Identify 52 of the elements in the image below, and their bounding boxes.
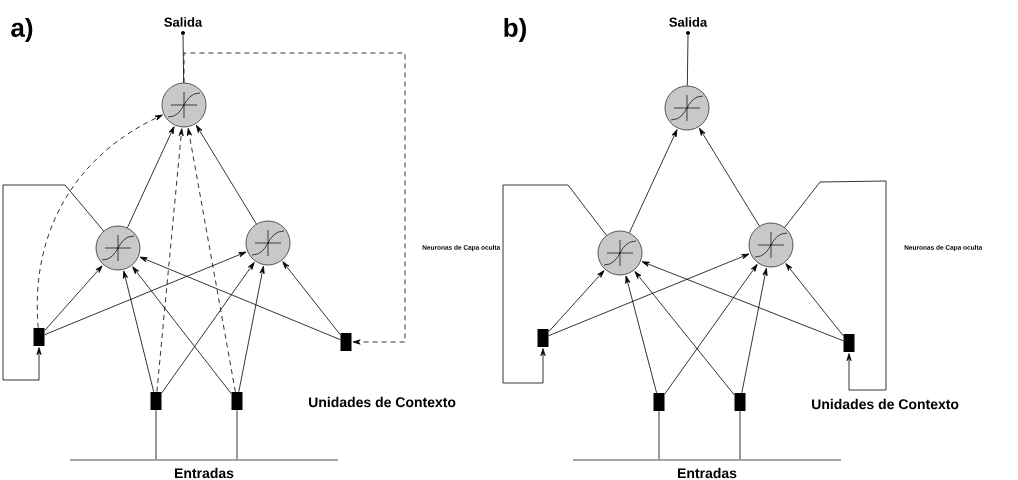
unit-square bbox=[231, 392, 243, 410]
arrow bbox=[238, 265, 265, 393]
arrow bbox=[44, 251, 247, 336]
arrow bbox=[186, 128, 236, 393]
arrow bbox=[156, 128, 184, 393]
arrow bbox=[699, 127, 760, 227]
panel-label: b) bbox=[504, 17, 526, 43]
output-label: Salida bbox=[669, 17, 708, 35]
neuron bbox=[161, 82, 207, 128]
context-label: Unidades de Contexto bbox=[309, 396, 456, 408]
unit-square bbox=[734, 393, 746, 411]
arrow bbox=[36, 114, 163, 329]
arrow bbox=[122, 270, 155, 393]
input-line bbox=[658, 410, 660, 460]
arrow bbox=[195, 124, 257, 225]
arrow bbox=[664, 263, 758, 395]
input-bus: Entradas bbox=[70, 459, 338, 479]
node-label: Entradas bbox=[174, 467, 234, 479]
arrow bbox=[127, 126, 175, 229]
arrow bbox=[183, 52, 406, 345]
neuron bbox=[95, 225, 141, 271]
arrow bbox=[44, 265, 103, 331]
arrow bbox=[139, 256, 341, 341]
arrow bbox=[548, 253, 750, 337]
arrow bbox=[132, 266, 232, 395]
arrow bbox=[641, 261, 844, 342]
arrow bbox=[2, 184, 104, 381]
arrow bbox=[282, 261, 341, 336]
node-label: Entradas bbox=[677, 467, 737, 479]
input-bus: Entradas bbox=[573, 459, 841, 479]
neuron bbox=[245, 220, 291, 266]
input-line bbox=[686, 34, 689, 86]
arrow bbox=[784, 180, 887, 391]
arrow bbox=[629, 129, 678, 234]
arrow bbox=[785, 263, 844, 337]
arrow bbox=[634, 271, 735, 396]
neuron bbox=[748, 222, 794, 268]
arrow bbox=[548, 270, 605, 333]
arrow bbox=[502, 184, 607, 384]
panel-label: a) bbox=[11, 17, 33, 43]
arrow bbox=[625, 275, 657, 394]
input-line bbox=[236, 409, 238, 460]
input-line bbox=[739, 410, 741, 460]
context-label: Unidades de Contexto bbox=[812, 398, 959, 410]
input-line bbox=[155, 409, 157, 460]
arrow bbox=[741, 267, 768, 394]
arrow bbox=[161, 262, 255, 394]
unit-square bbox=[653, 393, 665, 411]
unit-square bbox=[150, 392, 162, 410]
neuron bbox=[597, 230, 643, 276]
output-label: Salida bbox=[164, 17, 203, 35]
neuron bbox=[664, 85, 710, 131]
